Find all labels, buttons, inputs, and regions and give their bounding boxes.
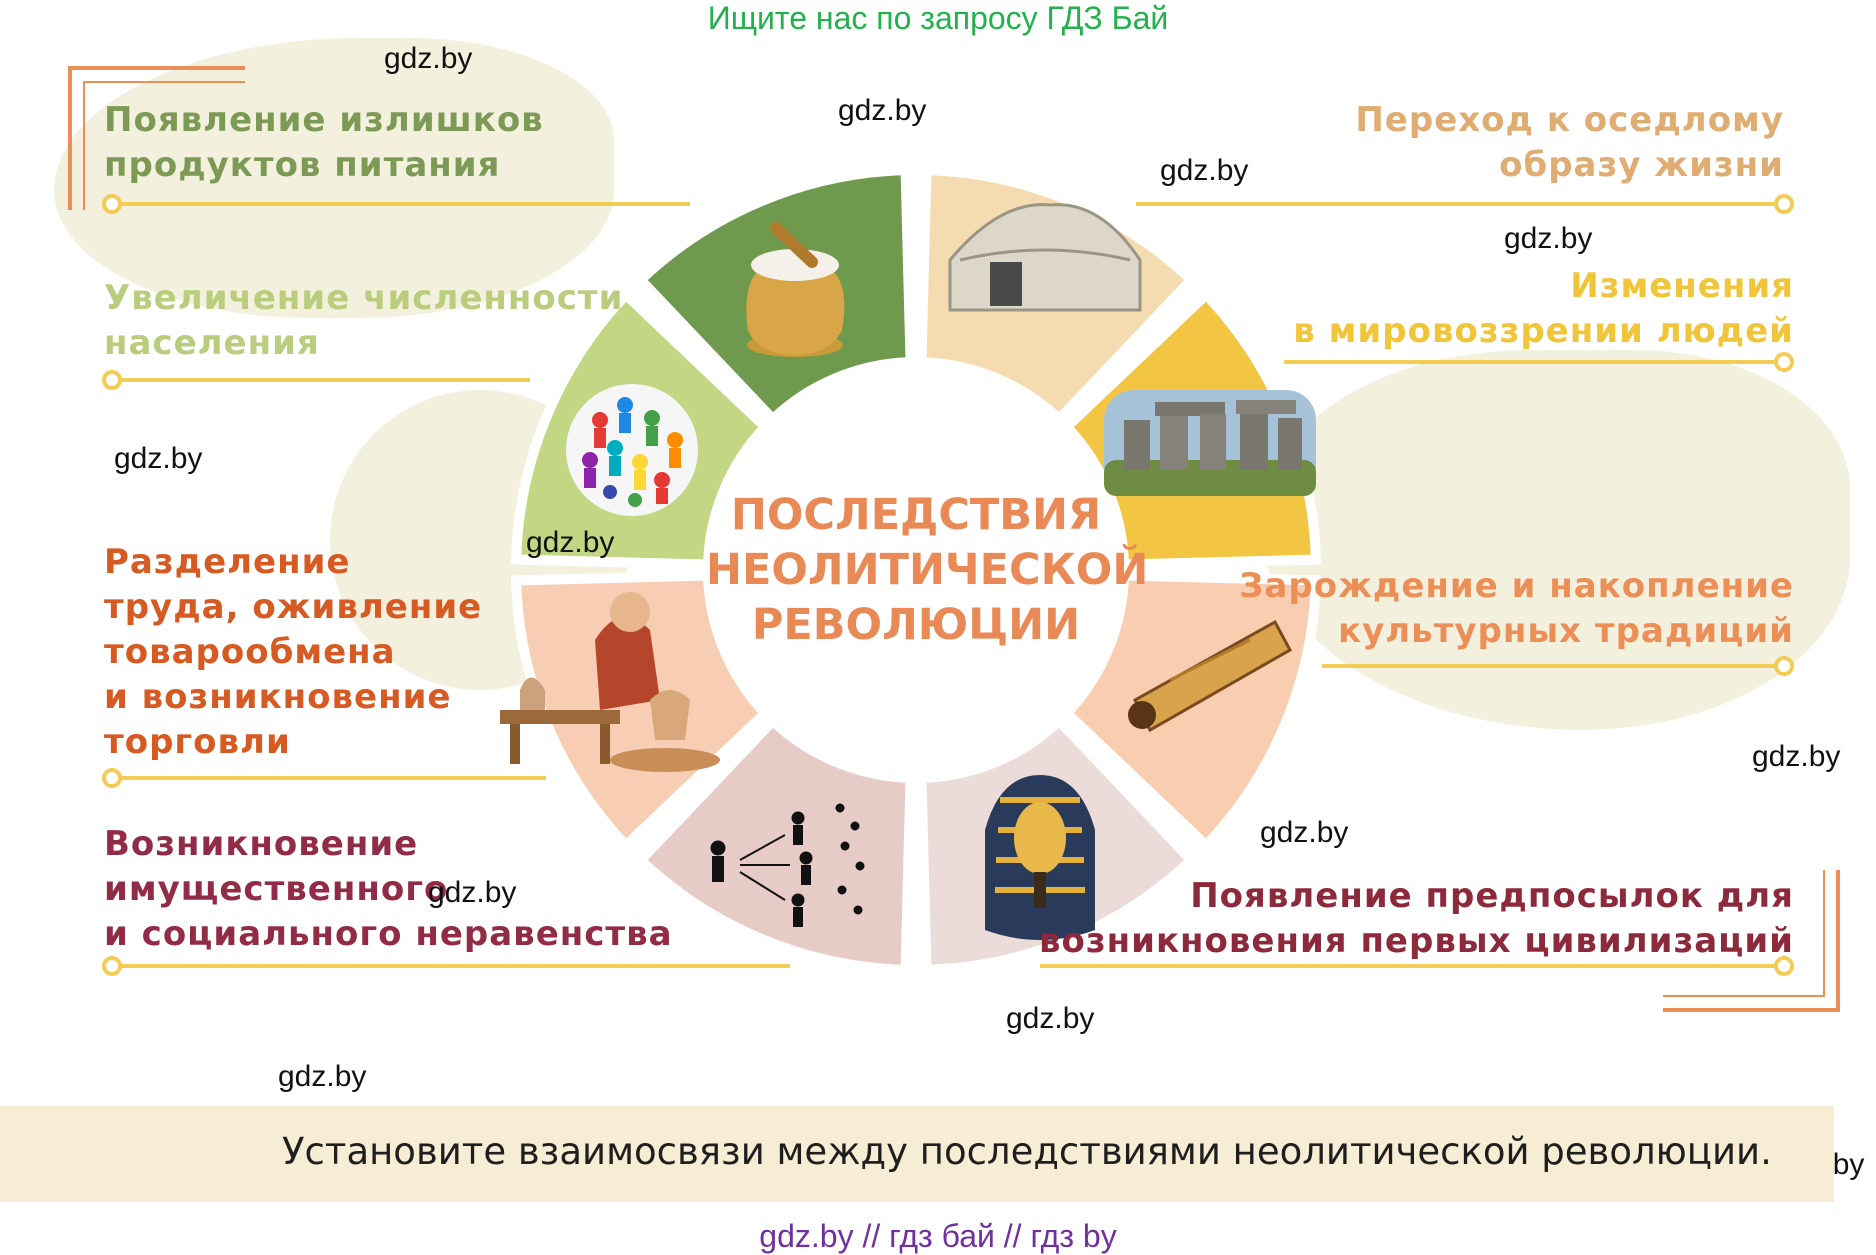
scrolls-icon (1128, 619, 1293, 733)
watermark: gdz.by (114, 442, 203, 475)
watermark: gdz.by (1260, 816, 1349, 849)
watermark: gdz.by (1160, 154, 1249, 187)
footer-text: gdz.by // гдз бай // гдз by (759, 1218, 1117, 1254)
connector-dot (1774, 352, 1794, 372)
people-network-icon (710, 803, 865, 927)
label-food-surplus: Появление излишков продуктов питания (104, 98, 544, 188)
center-title-line: ПОСЛЕДСТВИЯ (730, 490, 1102, 540)
grain-sack-icon (746, 222, 845, 357)
label-line: и социального неравенства (104, 914, 673, 954)
watermark: gdz.by (1504, 222, 1593, 255)
connector-dot (1774, 956, 1794, 976)
label-line: труда, оживление (104, 587, 483, 627)
label-division-of-labor: Разделение труда, оживление товарообмена… (104, 540, 482, 765)
label-worldview: Изменения в мировоззрении людей (1293, 264, 1794, 354)
label-inequality: Возникновение имущественного и социально… (104, 822, 673, 957)
watermark: gdz.by (278, 1060, 367, 1093)
potter-icon (500, 592, 720, 772)
connector-dot (102, 768, 122, 788)
connector-dot (102, 194, 122, 214)
center-title-line: РЕВОЛЮЦИИ (751, 600, 1081, 650)
label-line: Появление излишков (104, 100, 544, 140)
top-note: Ищите нас по запросу ГДЗ Бай (707, 0, 1169, 36)
label-line: Изменения (1570, 266, 1794, 306)
label-line: культурных традиций (1338, 611, 1794, 651)
label-line: в мировоззрении людей (1293, 311, 1794, 351)
label-line: Разделение (104, 542, 351, 582)
pharaoh-mask-icon (985, 775, 1095, 940)
corner-bracket-top-left (68, 66, 245, 210)
label-line: Зарождение и накопление (1239, 566, 1794, 606)
label-settled-life: Переход к оседлому образу жизни (1355, 98, 1784, 188)
watermark: gdz.by (838, 94, 927, 127)
label-line: товарообмена (104, 632, 396, 672)
donut-center (708, 362, 1124, 778)
watermark: gdz.by (428, 876, 517, 909)
center-title-line: НЕОЛИТИЧЕСКОЙ (706, 545, 1149, 595)
watermark: gdz.by (1006, 1002, 1095, 1035)
background-blob (54, 38, 614, 318)
label-line: возникновения первых цивилизаций (1039, 921, 1794, 961)
label-line: и возникновение (104, 677, 452, 717)
label-line: продуктов питания (104, 145, 501, 185)
task-banner (0, 1106, 1834, 1202)
label-civilizations: Появление предпосылок для возникновения … (1039, 874, 1794, 964)
label-line: населения (104, 323, 320, 363)
label-line: Появление предпосылок для (1190, 876, 1794, 916)
connector-dot (1774, 194, 1794, 214)
label-line: образу жизни (1499, 145, 1784, 185)
label-cultural-traditions: Зарождение и накопление культурных тради… (1239, 564, 1794, 654)
watermark: gdz.by (526, 526, 615, 559)
watermark: gdz.by (1752, 740, 1841, 773)
stonehenge-icon (1104, 390, 1316, 496)
label-line: Переход к оседлому (1355, 100, 1784, 140)
connector-dot (102, 956, 122, 976)
label-population-growth: Увеличение численности населения (104, 276, 623, 366)
label-line: Увеличение численности (104, 278, 624, 318)
center-title: ПОСЛЕДСТВИЯ НЕОЛИТИЧЕСКОЙ РЕВОЛЮЦИИ (706, 488, 1149, 653)
label-line: торговли (104, 722, 291, 762)
task-text: Установите взаимосвязи между последствия… (282, 1130, 1772, 1173)
crowd-icon (566, 384, 698, 516)
label-line: имущественного (104, 869, 449, 909)
connector-dot (102, 370, 122, 390)
watermark: gdz.by (384, 42, 473, 75)
label-line: Возникновение (104, 824, 419, 864)
yurt-icon (948, 203, 1142, 312)
corner-bracket-bottom-right (1663, 870, 1840, 1012)
connector-dot (1774, 656, 1794, 676)
